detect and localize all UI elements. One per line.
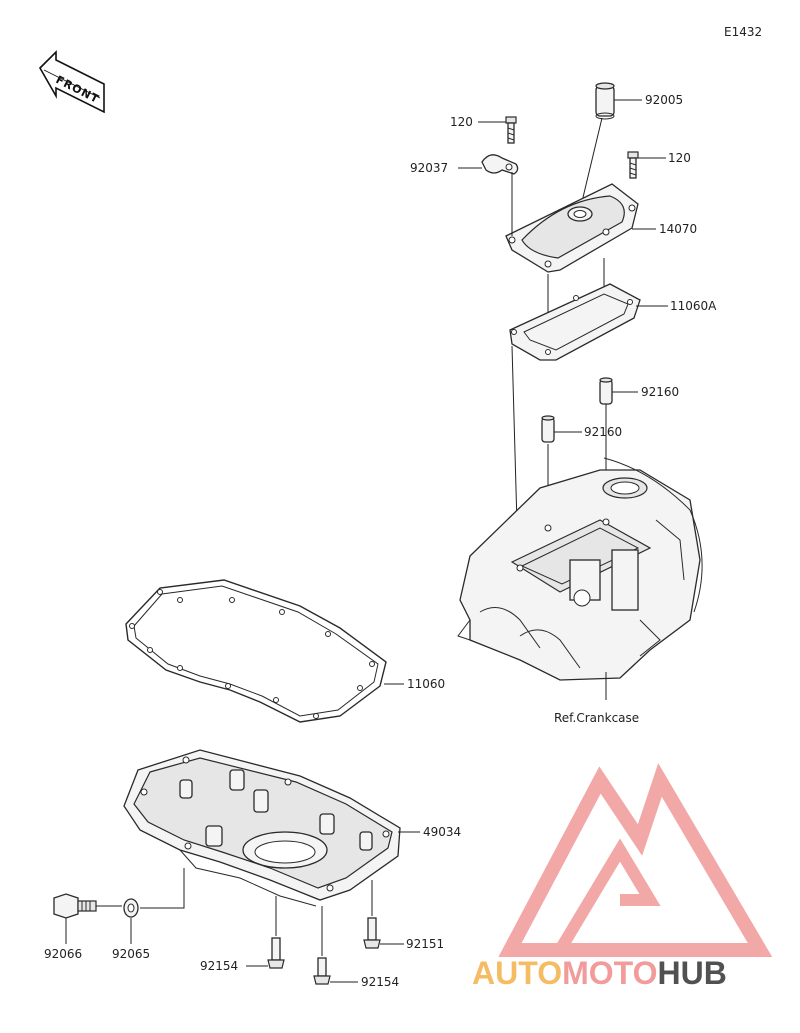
watermark-logo-icon: [498, 763, 773, 957]
part-92005-fitting: [595, 82, 615, 120]
label-120-right: 120: [668, 151, 691, 165]
front-arrow-icon: FRONT: [39, 50, 105, 114]
watermark-auto: AUTO: [472, 955, 562, 991]
label-11060A: 11060A: [670, 299, 717, 313]
part-92066-drain-plug: [53, 893, 97, 919]
label-92160-lower: 92160: [584, 425, 622, 439]
label-ref-crankcase: Ref.Crankcase: [554, 711, 639, 725]
label-92037: 92037: [410, 161, 448, 175]
watermark-moto: MOTO: [562, 955, 657, 991]
crankcase-reference: [457, 457, 703, 681]
part-92160-pin-upper: [599, 377, 613, 405]
part-92160-pin-lower: [541, 415, 555, 443]
label-49034: 49034: [423, 825, 461, 839]
part-92037-clamp: [481, 154, 519, 175]
part-49034-oil-pan: [123, 749, 401, 907]
label-92160-upper: 92160: [641, 385, 679, 399]
watermark-text: AUTOMOTOHUB: [472, 955, 727, 991]
label-92065: 92065: [112, 947, 150, 961]
part-11060A-gasket: [509, 283, 641, 361]
label-92154-left: 92154: [200, 959, 238, 973]
part-120-bolt-left: [505, 116, 517, 144]
part-14070-cover: [505, 183, 639, 273]
label-92154-right: 92154: [361, 975, 399, 989]
watermark-hub: HUB: [657, 955, 726, 991]
label-14070: 14070: [659, 222, 697, 236]
label-120-left: 120: [450, 115, 473, 129]
diagram-code: E1432: [724, 25, 762, 39]
part-92154-bolt-right: [313, 957, 331, 985]
label-92005: 92005: [645, 93, 683, 107]
label-11060: 11060: [407, 677, 445, 691]
label-92066: 92066: [44, 947, 82, 961]
part-92154-bolt-left: [267, 937, 285, 969]
part-92151-bolt: [363, 917, 381, 949]
part-92065-washer: [123, 898, 139, 918]
part-120-bolt-right: [627, 151, 639, 179]
label-92151: 92151: [406, 937, 444, 951]
part-11060-gasket: [125, 579, 387, 723]
